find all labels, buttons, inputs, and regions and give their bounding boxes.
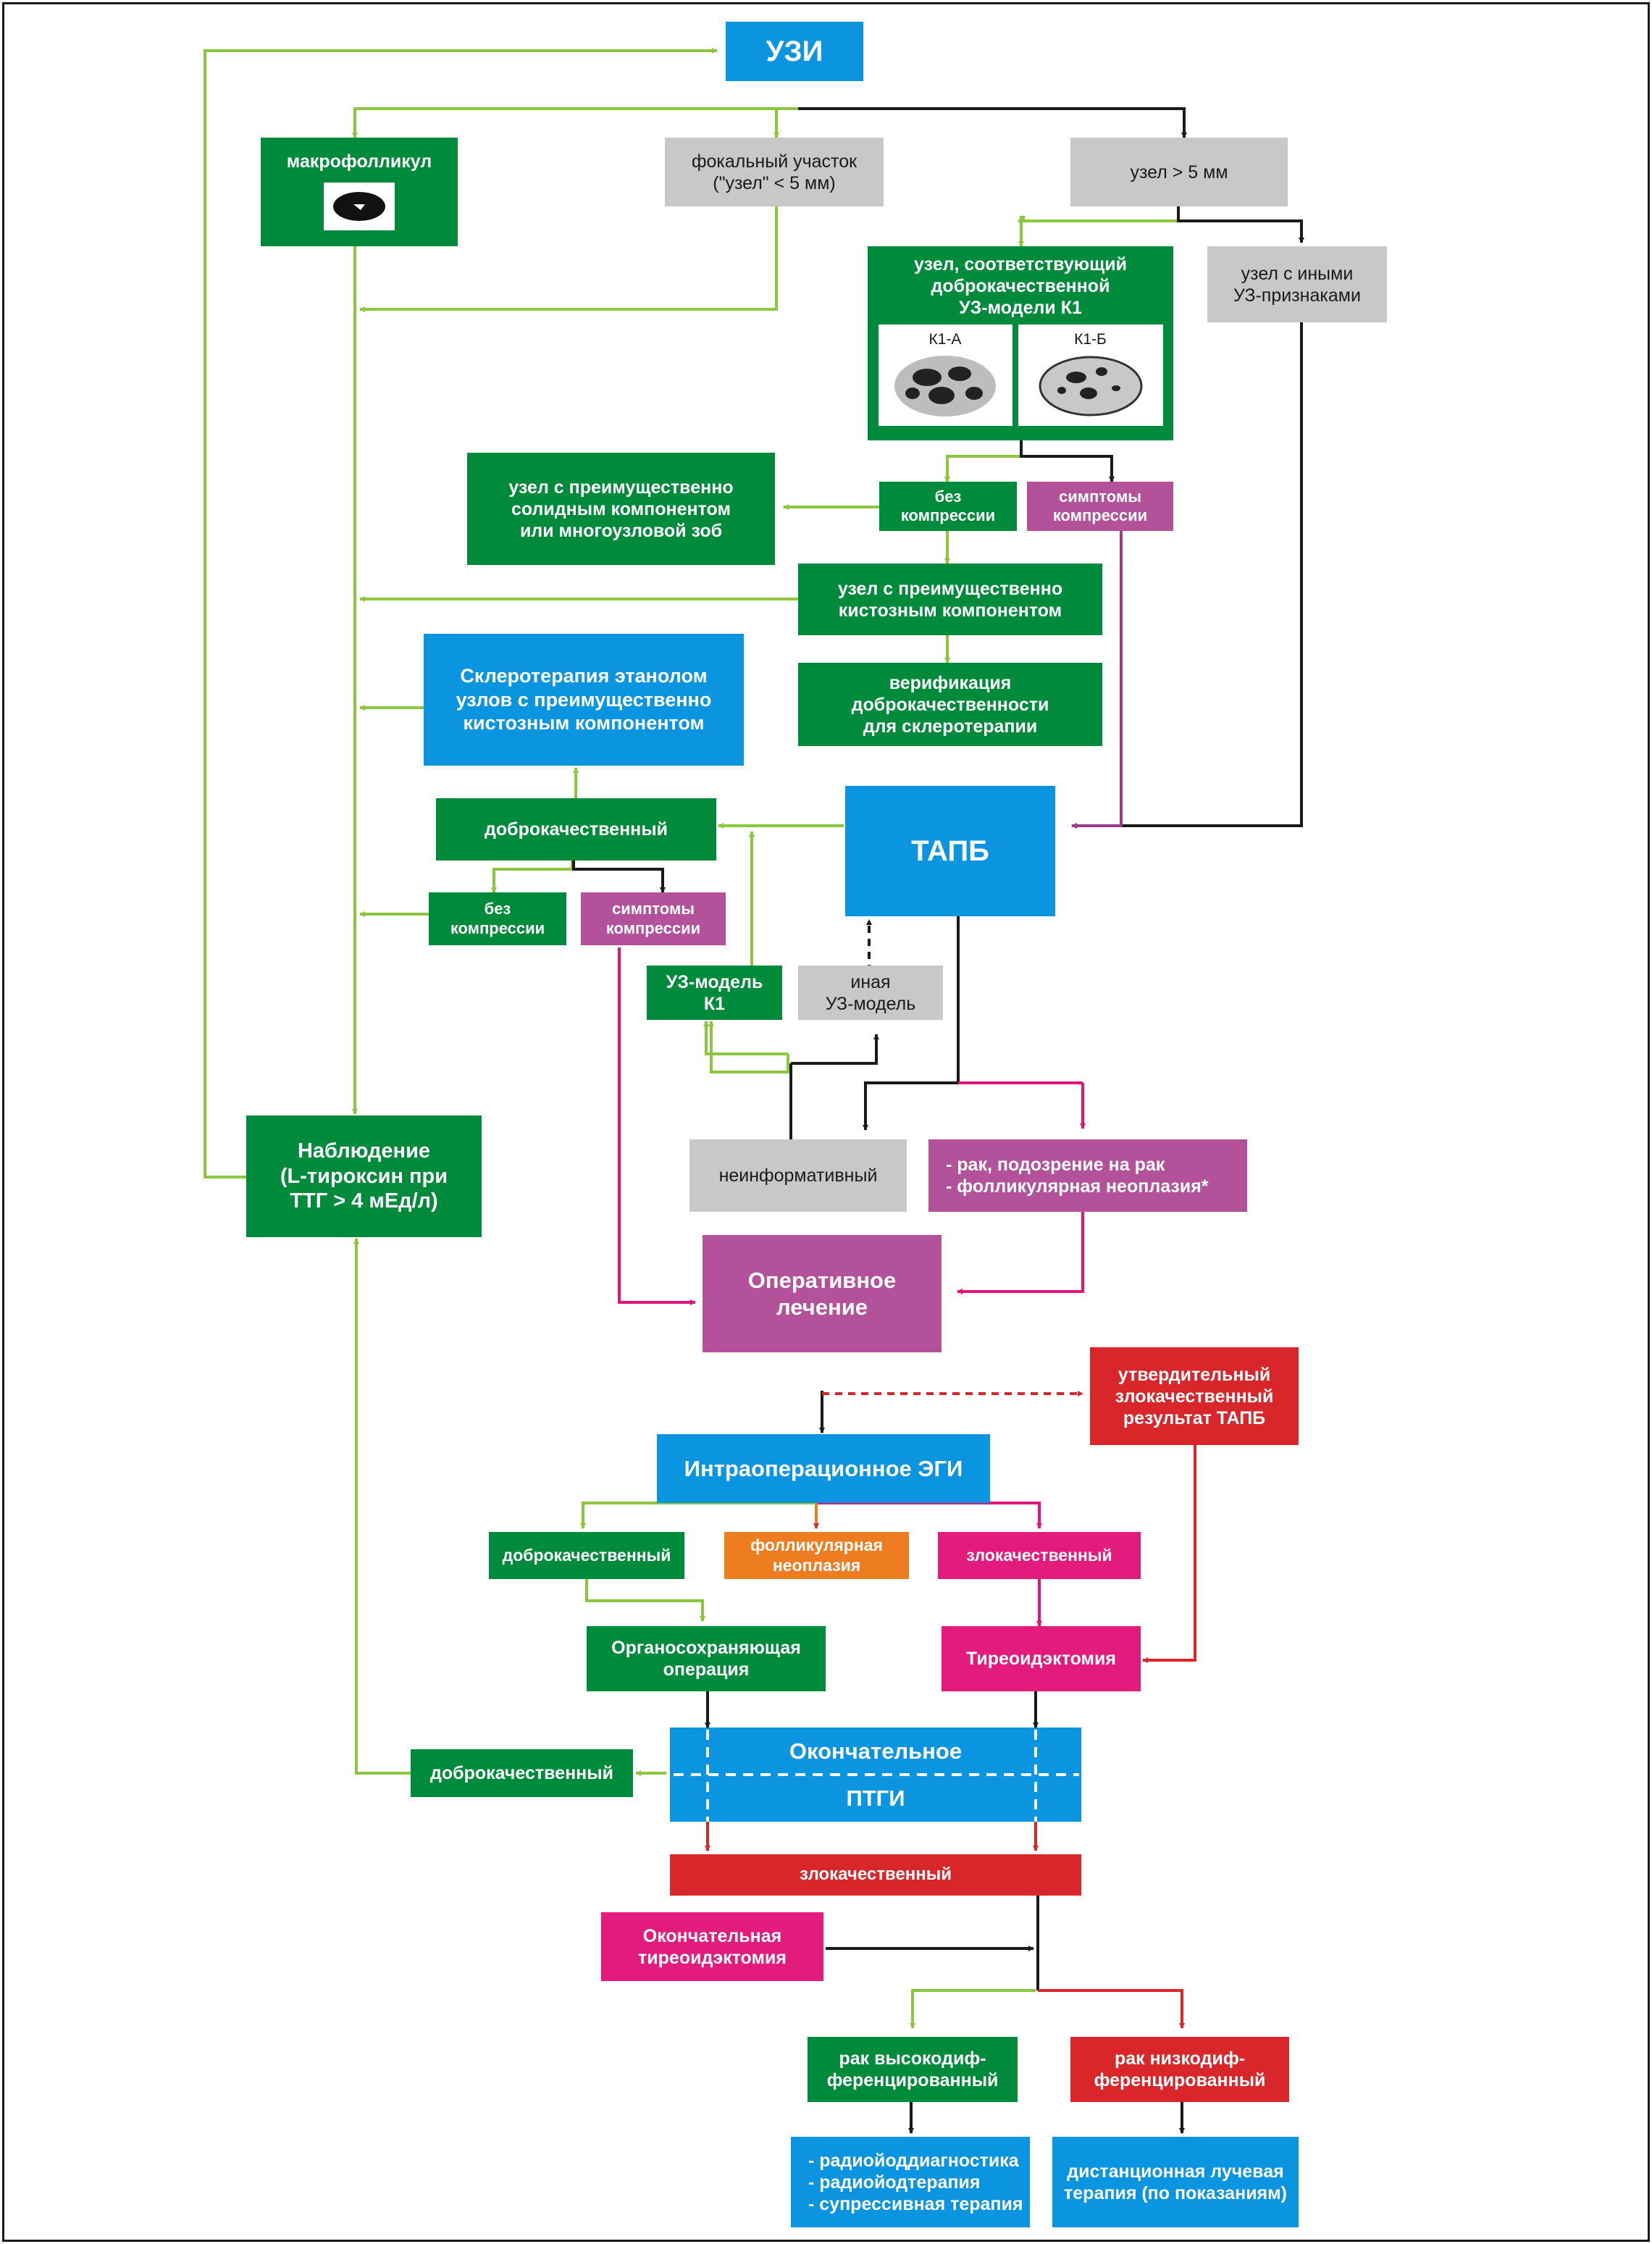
other-signs-node: узел с иными УЗ-признаками (1207, 246, 1387, 322)
other-uz-model-node: иная УЗ-модель (798, 966, 943, 1020)
final-thyroidectomy-node: Окончательная тиреоидэктомия (601, 1912, 823, 1981)
cancer-suspicion-node: - рак, подозрение на рак - фолликулярная… (928, 1139, 1247, 1212)
k1a-caption: К1-А (928, 331, 962, 348)
malignant-egi-node: злокачественный (938, 1532, 1141, 1579)
intraop-egi-node: Интраоперационное ЭГИ (657, 1434, 990, 1503)
thyroidectomy-node: Тиреоидэктомия (942, 1626, 1141, 1691)
radioiodine-node: - радиойоддиагностика - радиойодтерапия … (791, 2137, 1030, 2227)
benign-k1-node: узел, соответствующий доброкачественной … (868, 246, 1173, 440)
confirmed-malignant-node: утвердительный злокачественный результат… (1090, 1347, 1299, 1445)
k1a-image-panel: К1-А (878, 325, 1012, 426)
cystic-component-node: узел с преимущественно кистозным компоне… (798, 564, 1102, 635)
well-diff-node: рак высокодиф- ференцированный (808, 2037, 1018, 2102)
no-compression-node-1: без компрессии (879, 482, 1017, 531)
no-compression-node-2: без компрессии (429, 892, 566, 945)
poorly-diff-node: рак низкодиф- ференцированный (1070, 2037, 1289, 2102)
final-ptgi-top-label: Окончательное (789, 1738, 963, 1764)
final-ptgi-bottom-label: ПТГИ (846, 1785, 905, 1811)
tapb-node: ТАПБ (845, 786, 1055, 916)
noninformative-node: неинформативный (689, 1139, 907, 1212)
benign-final-node: доброкачественный (411, 1749, 633, 1797)
benign-k1-label: узел, соответствующий доброкачественной … (914, 254, 1127, 318)
k1b-image-panel: К1-Б (1018, 325, 1163, 426)
k1a-ultrasound-icon (894, 356, 996, 417)
benign-tapb-node: доброкачественный (436, 798, 716, 861)
radiation-node: дистанционная лучевая терапия (по показа… (1052, 2137, 1299, 2227)
solid-component-node: узел с преимущественно солидным компонен… (467, 453, 775, 565)
final-ptgi-node: Окончательное ПТГИ (670, 1728, 1081, 1822)
uz-model-k1-node: УЗ-модель К1 (647, 966, 782, 1020)
compression-symptoms-node-2: симптомы компрессии (581, 892, 726, 945)
compression-symptoms-node-1: симптомы компрессии (1027, 482, 1173, 531)
focal-area-node: фокальный участок ("узел" < 5 мм) (665, 138, 884, 206)
surgery-node: Оперативное лечение (703, 1235, 942, 1352)
verification-node: верификация доброкачественности для скле… (798, 663, 1102, 746)
observation-node: Наблюдение (L-тироксин при ТТГ > 4 мЕд/л… (246, 1115, 482, 1237)
k1b-caption: К1-Б (1074, 331, 1107, 348)
k1b-ultrasound-icon (1039, 356, 1142, 416)
follicular-neoplasia-node: фолликулярная неоплазия (724, 1532, 909, 1579)
macrofollicle-label: макрофолликул (286, 151, 432, 172)
organ-sparing-node: Органосохраняющая операция (587, 1626, 826, 1691)
malignant-final-node: злокачественный (670, 1854, 1081, 1896)
benign-egi-node: доброкачественный (489, 1532, 684, 1579)
sclerotherapy-node: Склеротерапия этанолом узлов с преимущес… (424, 634, 744, 766)
node-gt5-node: узел > 5 мм (1070, 138, 1288, 206)
macrofollicle-image (324, 183, 395, 230)
uzi-node: УЗИ (726, 22, 863, 81)
macrofollicle-node: макрофолликул (261, 138, 458, 246)
